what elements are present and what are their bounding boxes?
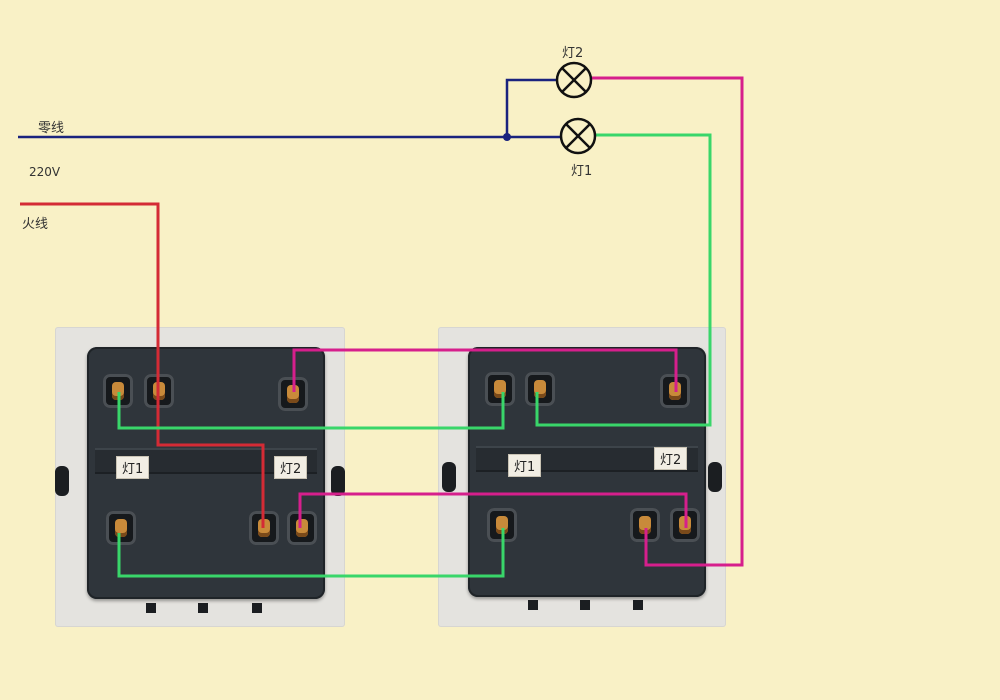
lamp2-wire <box>292 348 678 392</box>
lamp1-label: 灯1 <box>571 164 593 179</box>
switch-1-terminal <box>106 511 136 545</box>
switch-1-tag-lamp1: 灯1 <box>116 456 150 479</box>
switch-1-foot <box>252 603 262 613</box>
switch-2-foot <box>633 600 643 610</box>
lamp1-wire <box>535 133 712 427</box>
switch-1-side-slot-right <box>331 466 345 496</box>
lamp-icon <box>555 61 593 99</box>
switch-2-foot <box>580 600 590 610</box>
switch-2-side-slot-left <box>442 462 456 492</box>
lamp1-wire <box>117 392 505 430</box>
switch-1-foot <box>146 603 156 613</box>
neutral-label: 零线 <box>38 121 65 136</box>
lamp2-label: 灯2 <box>562 46 584 61</box>
lamp-icon <box>559 117 597 155</box>
switch-1-terminal <box>287 511 317 545</box>
live-label: 火线 <box>22 217 49 232</box>
switch-2-tag-lamp1: 灯1 <box>508 454 542 477</box>
switch-2-terminal <box>487 508 517 542</box>
live-wire <box>20 202 265 528</box>
switch-1-foot <box>198 603 208 613</box>
switch-1-side-slot-left <box>55 466 69 496</box>
voltage-label: 220V <box>29 165 61 179</box>
switch-2-side-slot-right <box>708 462 722 492</box>
neutral-wire-branch <box>505 78 557 137</box>
lamp1-wire <box>117 528 505 578</box>
lamp2-wire <box>592 76 744 567</box>
lamp2-wire <box>298 492 688 528</box>
switch-2-foot <box>528 600 538 610</box>
switch-2-tag-lamp2: 灯2 <box>654 447 688 470</box>
neutral-junction <box>503 133 511 141</box>
switch-1-tag-lamp2: 灯2 <box>274 456 308 479</box>
